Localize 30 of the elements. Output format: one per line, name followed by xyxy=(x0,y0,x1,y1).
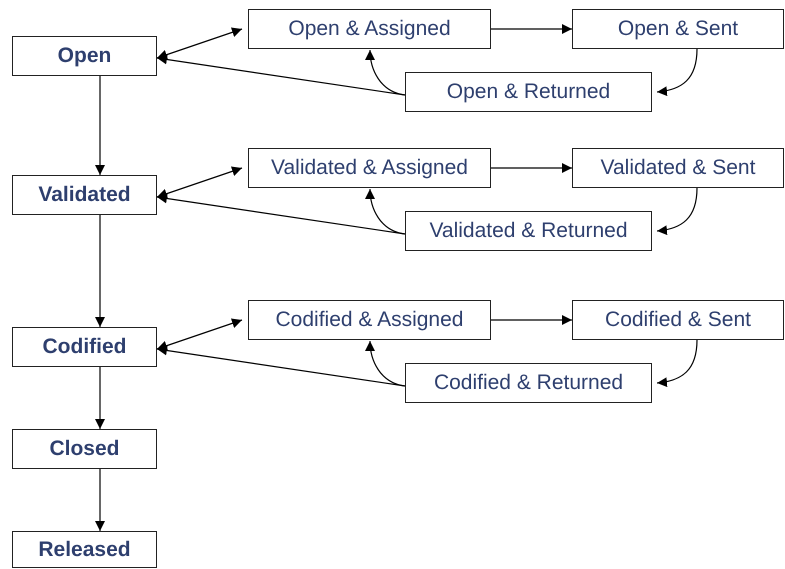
arrow xyxy=(156,194,406,235)
arrow xyxy=(491,315,572,325)
arrow xyxy=(156,166,242,198)
substate-box: Open & Assigned xyxy=(248,9,491,49)
state-box: Open xyxy=(12,36,157,76)
substate-box: Validated & Returned xyxy=(405,211,652,251)
arrow xyxy=(95,215,105,327)
arrow xyxy=(156,346,406,387)
state-box: Closed xyxy=(12,429,157,469)
arrow xyxy=(656,340,698,387)
state-box: Released xyxy=(12,531,157,568)
substate-box: Open & Returned xyxy=(405,72,652,112)
arrow xyxy=(156,54,406,96)
substate-box: Validated & Sent xyxy=(572,148,784,188)
arrow xyxy=(95,469,105,531)
arrow xyxy=(656,188,698,235)
arrow xyxy=(156,318,242,350)
arrow xyxy=(156,28,242,60)
state-box: Codified xyxy=(12,327,157,367)
substate-box: Codified & Sent xyxy=(572,300,784,340)
substate-box: Open & Sent xyxy=(572,9,784,49)
arrow xyxy=(491,24,572,34)
substate-box: Validated & Assigned xyxy=(248,148,491,188)
state-box: Validated xyxy=(12,175,157,215)
arrow xyxy=(656,48,698,96)
arrow xyxy=(95,367,105,429)
substate-box: Codified & Assigned xyxy=(248,300,491,340)
arrow xyxy=(95,76,105,175)
substate-box: Codified & Returned xyxy=(405,363,652,403)
arrow xyxy=(491,163,572,173)
